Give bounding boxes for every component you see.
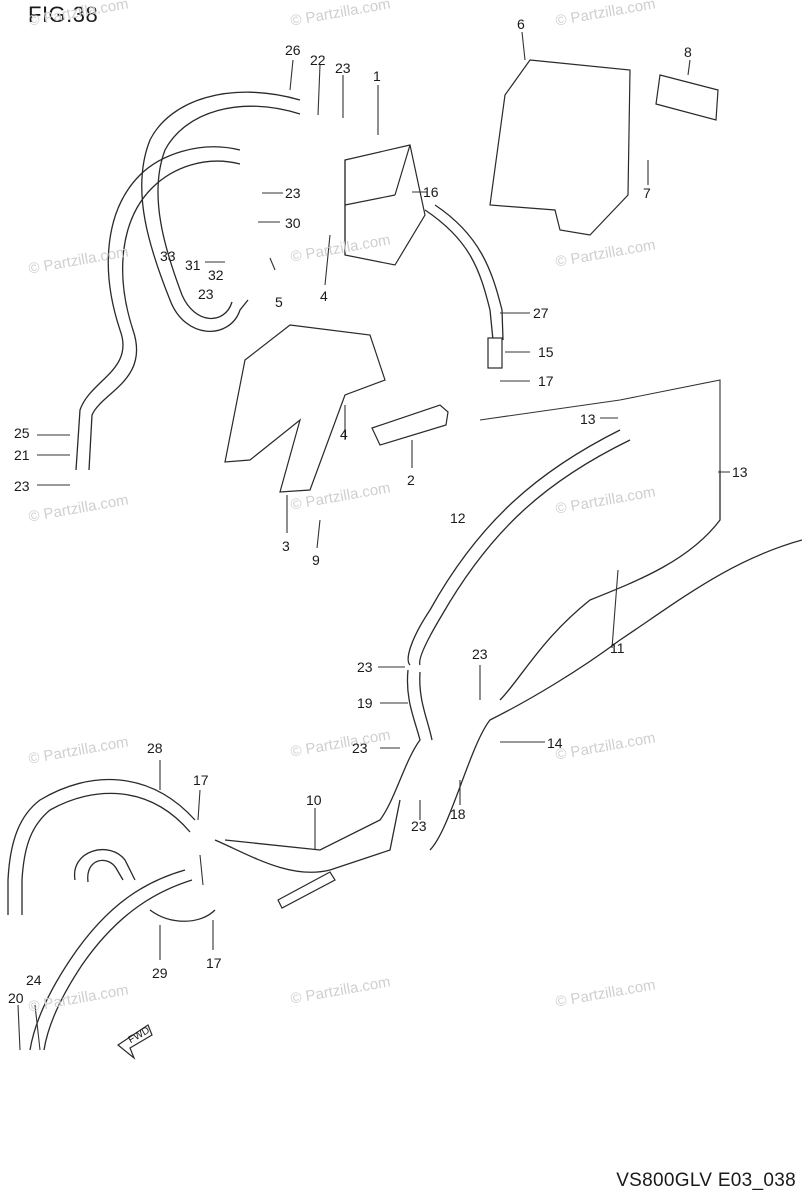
callout-23: 23: [411, 818, 427, 834]
callout-5: 5: [275, 294, 283, 310]
callout-23: 23: [472, 646, 488, 662]
callout-12: 12: [450, 510, 466, 526]
callout-11: 11: [610, 640, 625, 656]
callout-30: 30: [285, 215, 301, 231]
callout-17: 17: [538, 373, 554, 389]
figure-code: VS800GLV E03_038: [616, 1170, 796, 1191]
callout-23: 23: [335, 60, 351, 76]
figure-title: FIG.38: [28, 2, 99, 27]
hose-lower-loop: [29, 869, 186, 1051]
callout-6: 6: [517, 16, 525, 32]
callout-17: 17: [206, 955, 222, 971]
callout-19: 19: [357, 695, 373, 711]
frame-11: [429, 539, 802, 851]
callout-23: 23: [14, 478, 30, 494]
callout-28: 28: [147, 740, 163, 756]
callout-7: 7: [643, 185, 651, 201]
callout-8: 8: [684, 44, 692, 60]
callout-32: 32: [208, 267, 224, 283]
plate: [655, 74, 719, 121]
callout-21: 21: [14, 447, 30, 463]
fwd-arrow-icon: [116, 1024, 153, 1060]
callout-23: 23: [352, 740, 368, 756]
callout-33: 33: [160, 248, 176, 264]
callout-9: 9: [312, 552, 320, 568]
callout-23: 23: [285, 185, 301, 201]
callout-10: 10: [306, 792, 322, 808]
callout-27: 27: [533, 305, 549, 321]
callout-4: 4: [340, 426, 348, 442]
hose-loop-left: [75, 146, 241, 471]
callout-23: 23: [357, 659, 373, 675]
hose-loop-upper: [141, 91, 301, 333]
callout-24: 24: [26, 972, 42, 988]
callout-17: 17: [193, 772, 209, 788]
callout-1: 1: [373, 68, 381, 84]
callout-14: 14: [547, 735, 563, 751]
pipe-10: [214, 799, 401, 873]
callout-2: 2: [407, 472, 415, 488]
callout-13: 13: [580, 411, 596, 427]
bracket: [224, 324, 386, 493]
callout-16: 16: [423, 184, 439, 200]
callout-26: 26: [285, 42, 301, 58]
hose-lower-left: [7, 778, 196, 915]
callout-22: 22: [310, 52, 326, 68]
pipe-12: [407, 429, 621, 666]
callout-20: 20: [8, 990, 24, 1006]
callout-31: 31: [185, 257, 201, 273]
hose-19: [224, 669, 421, 851]
callout-18: 18: [450, 806, 466, 822]
cover: [489, 59, 631, 236]
callout-4: 4: [320, 288, 328, 304]
callout-13: 13: [732, 464, 748, 480]
callout-15: 15: [538, 344, 554, 360]
small-bracket: [371, 404, 449, 446]
callout-29: 29: [152, 965, 168, 981]
callout-23: 23: [198, 286, 214, 302]
callout-3: 3: [282, 538, 290, 554]
callout-25: 25: [14, 425, 30, 441]
